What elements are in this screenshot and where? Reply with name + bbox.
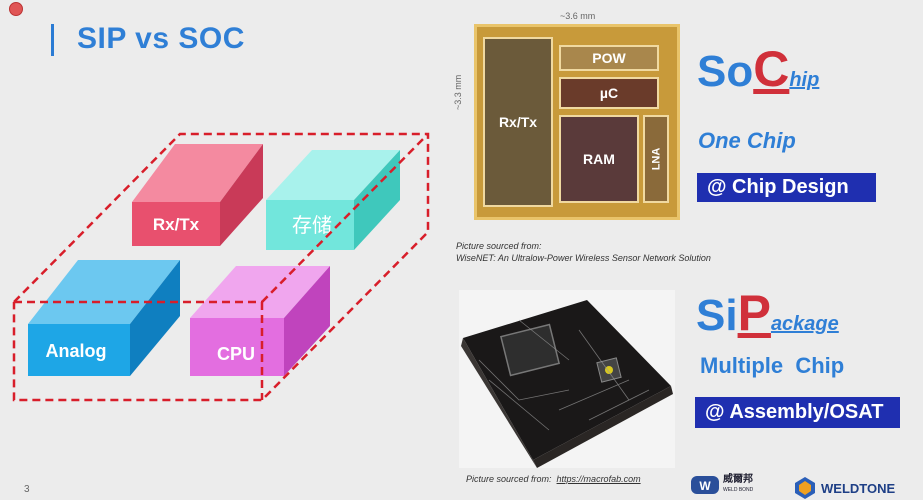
weldbond-logo: W 威爾邦 WELD BOND (690, 474, 753, 496)
assembly-osat-tag: @ Assembly/OSAT (695, 397, 900, 428)
die-block-rxtx: Rx/Tx (483, 37, 553, 207)
svg-text:W: W (699, 479, 711, 493)
sip-package-photo (459, 290, 675, 468)
weldtone-logo: WELDTONE (793, 476, 895, 500)
soc-sip-diagram: Rx/Tx 存储 Analog CPU (12, 132, 430, 402)
die-block-pow: POW (559, 45, 659, 71)
block-rxtx-label: Rx/Tx (153, 215, 200, 234)
die-width-dimension: ~3.6 mm (560, 11, 596, 21)
block-cpu: CPU (190, 266, 330, 376)
title-accent-bar (51, 24, 54, 56)
page-number: 3 (24, 484, 30, 495)
die-height-dimension: ~3.3 mm (453, 74, 463, 110)
record-indicator-icon (9, 2, 23, 16)
sip-package-illustration (461, 300, 673, 468)
block-cpu-label: CPU (217, 344, 255, 364)
block-analog: Analog (28, 260, 180, 376)
weldtone-hexagon-icon (795, 477, 815, 499)
package-photo-caption: Picture sourced from: https://macrofab.c… (466, 474, 641, 484)
one-chip-text: One Chip (698, 128, 796, 153)
soc-boundary-dashed (12, 132, 430, 402)
die-photo-caption: Picture sourced from: WiseNET: An Ultral… (456, 241, 711, 263)
weldbond-mark-icon: W (691, 476, 719, 494)
chip-design-tag: @ Chip Design (697, 173, 876, 202)
macrofab-link[interactable]: https://macrofab.com (556, 474, 641, 484)
sipackage-heading: SiPackage (696, 285, 839, 341)
die-block-uc: µC (559, 77, 659, 109)
block-analog-label: Analog (46, 341, 107, 361)
sochip-heading: SoChip (697, 41, 820, 97)
slide-title: SIP vs SOC (77, 22, 245, 55)
soc-die-photo: Rx/Tx POW µC RAM LNA (474, 24, 680, 220)
multiple-chip-text: Multiple Chip (700, 353, 845, 378)
block-storage-label: 存储 (292, 213, 332, 237)
block-storage: 存储 (266, 150, 400, 250)
die-block-lna: LNA (643, 115, 669, 203)
die-block-ram: RAM (559, 115, 639, 203)
block-rxtx: Rx/Tx (132, 144, 263, 246)
